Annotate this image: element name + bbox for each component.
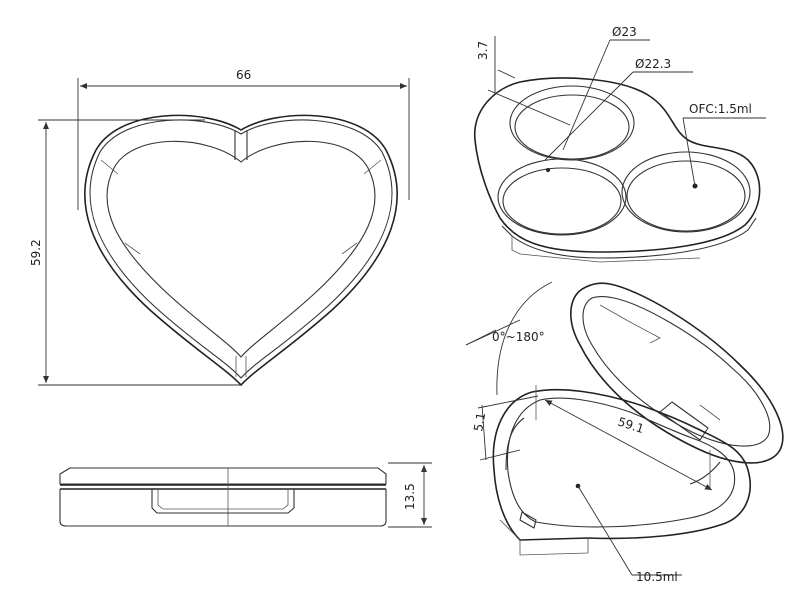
pan-volume-callout: OFC:1.5ml xyxy=(682,102,766,187)
side-view xyxy=(59,467,387,527)
depth-dimension: 3.7 xyxy=(476,36,571,126)
inner-width-dimension: 59.1 xyxy=(544,399,713,491)
inner-diameter-label: Ø22.3 xyxy=(635,57,671,71)
width-label: 66 xyxy=(236,68,251,82)
well-volume-callout: 10.5ml xyxy=(577,485,682,584)
height-dimension: 59.2 xyxy=(29,119,240,386)
lid-depth-label: 5.1 xyxy=(471,411,488,432)
well-volume-label: 10.5ml xyxy=(636,570,678,584)
pan-volume-label: OFC:1.5ml xyxy=(689,102,752,116)
three-pan-iso-view xyxy=(474,77,761,263)
diameter-callouts: Ø23 Ø22.3 xyxy=(544,25,693,161)
hinge-angle-callout: 0°~180° xyxy=(465,281,553,396)
heart-top-view xyxy=(84,114,398,387)
thickness-label: 13.5 xyxy=(403,483,417,510)
thickness-dimension: 13.5 xyxy=(388,462,432,528)
depth-label: 3.7 xyxy=(476,41,490,60)
lid-depth-dimension: 5.1 xyxy=(471,395,539,461)
height-label: 59.2 xyxy=(29,239,43,266)
hinge-angle-label: 0°~180° xyxy=(492,330,545,344)
inner-width-label: 59.1 xyxy=(616,415,646,437)
outer-diameter-label: Ø23 xyxy=(612,25,637,39)
width-dimension: 66 xyxy=(77,68,410,210)
open-compact-iso-view xyxy=(492,282,784,556)
